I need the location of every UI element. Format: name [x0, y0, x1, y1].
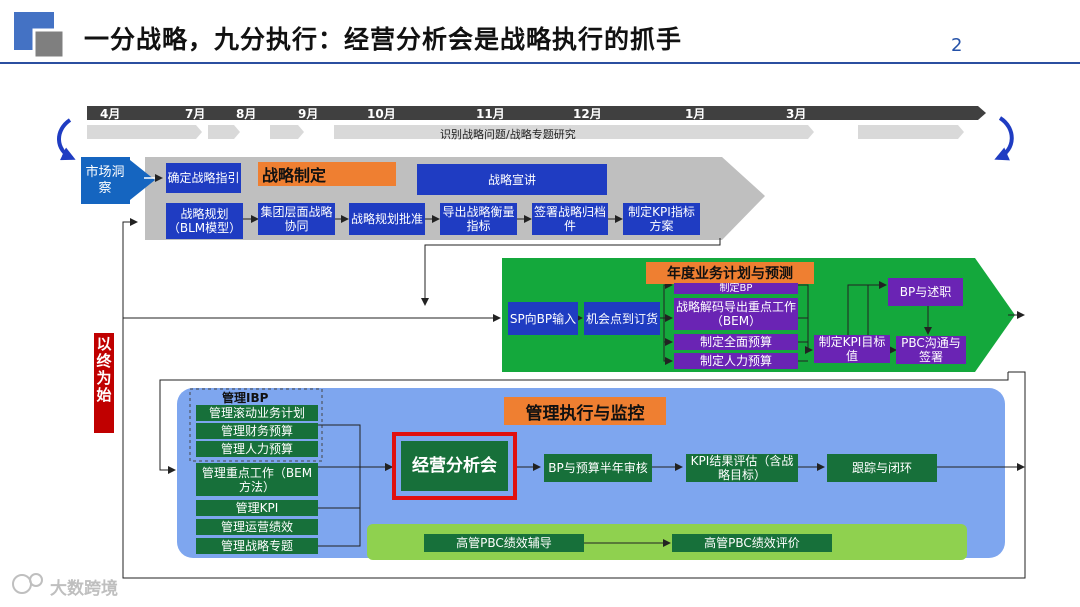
- month-label: 8月: [236, 107, 257, 121]
- market-insight-label: 市场洞察: [85, 165, 125, 196]
- phase-bar-3: [270, 125, 304, 139]
- track-close-box: 跟踪与闭环: [827, 454, 937, 482]
- ibp-item-box: 管理滚动业务计划: [196, 405, 318, 421]
- opportunity-box: 机会点到订货: [584, 302, 660, 335]
- full-budget-box: 制定全面预算: [674, 334, 798, 350]
- meeting-highlight: [392, 432, 517, 500]
- execution-phase-title: 管理执行与监控: [504, 397, 666, 425]
- manage-item-box: 管理KPI: [196, 500, 318, 516]
- month-label: 1月: [685, 107, 706, 121]
- start-with-end-label: 以终为始: [96, 335, 112, 404]
- watermark-text: 大数跨境: [50, 579, 118, 599]
- kpi-eval-box: KPI结果评估（含战略目标）: [686, 454, 798, 482]
- start-with-end-banner: [94, 333, 114, 433]
- annual-phase-title: 年度业务计划与预测: [646, 262, 814, 284]
- strategy-to-annual: [421, 238, 721, 306]
- watermark-logo-icon: [12, 573, 43, 594]
- sp-input-box: SP向BP输入: [508, 302, 578, 335]
- month-label: 4月: [100, 107, 121, 121]
- market-insight-shape: [81, 157, 155, 204]
- cycle-arrow-left: [57, 118, 76, 161]
- research-bar-label: 识别战略问题/战略专题研究: [440, 128, 576, 141]
- strategy-step-box: 集团层面战略协同: [258, 203, 335, 235]
- strategy-phase-title: 战略制定: [258, 162, 396, 186]
- strategy-step-box: 战略规划批准: [349, 203, 425, 235]
- phase-bar-2: [208, 125, 240, 139]
- pbc-eval-box: 高管PBC绩效评价: [672, 534, 832, 552]
- page-title: 一分战略，九分执行：经营分析会是战略执行的抓手: [84, 25, 683, 54]
- manage-item-box: 管理重点工作（BEM方法）: [196, 463, 318, 496]
- logo-square-front: [32, 28, 66, 60]
- page-number: 2: [951, 35, 963, 56]
- strategy-step-box: 导出战略衡量指标: [440, 203, 517, 235]
- bp-report-box: BP与述职: [888, 278, 963, 306]
- ibp-item-box: 管理人力预算: [196, 441, 318, 457]
- strategy-step-box: 签署战略归档件: [532, 203, 608, 235]
- ibp-item-box: 管理财务预算: [196, 423, 318, 439]
- hr-budget-box: 制定人力预算: [674, 353, 798, 369]
- strategy-step-box: 制定KPI指标方案: [623, 203, 700, 235]
- strategy-announce-box: 战略宣讲: [417, 164, 607, 195]
- manage-item-box: 管理战略专题: [196, 538, 318, 554]
- make-bp-box: 制定BP: [674, 283, 798, 294]
- bp-review-box: BP与预算半年审核: [544, 454, 652, 482]
- month-label: 10月: [367, 107, 396, 121]
- timeline-arrow: [87, 106, 986, 120]
- feedback-loop: [122, 218, 1026, 579]
- ibp-title: 管理IBP: [222, 391, 269, 405]
- kpi-target-box: 制定KPI目标值: [814, 335, 890, 363]
- month-label: 7月: [185, 107, 206, 121]
- decode-box: 战略解码导出重点工作（BEM）: [674, 298, 798, 330]
- title-underline: [0, 62, 1080, 64]
- strategy-step-box: 战略规划（BLM模型）: [166, 203, 243, 239]
- pbc-sign-box: PBC沟通与签署: [896, 336, 966, 364]
- phase-bar-1: [87, 125, 202, 139]
- month-label: 3月: [786, 107, 807, 121]
- phase-bar-5: [858, 125, 964, 139]
- manage-item-box: 管理运营绩效: [196, 519, 318, 535]
- month-label: 12月: [573, 107, 602, 121]
- annual-to-execution: [159, 372, 1009, 474]
- month-label: 11月: [476, 107, 505, 121]
- phase-bar-research: [334, 125, 814, 139]
- strategy-guide-box: 确定战略指引: [166, 163, 241, 193]
- cycle-arrow-right: [994, 116, 1014, 161]
- pbc-coach-box: 高管PBC绩效辅导: [424, 534, 584, 552]
- business-meeting-box: 经营分析会: [401, 441, 508, 491]
- month-label: 9月: [298, 107, 319, 121]
